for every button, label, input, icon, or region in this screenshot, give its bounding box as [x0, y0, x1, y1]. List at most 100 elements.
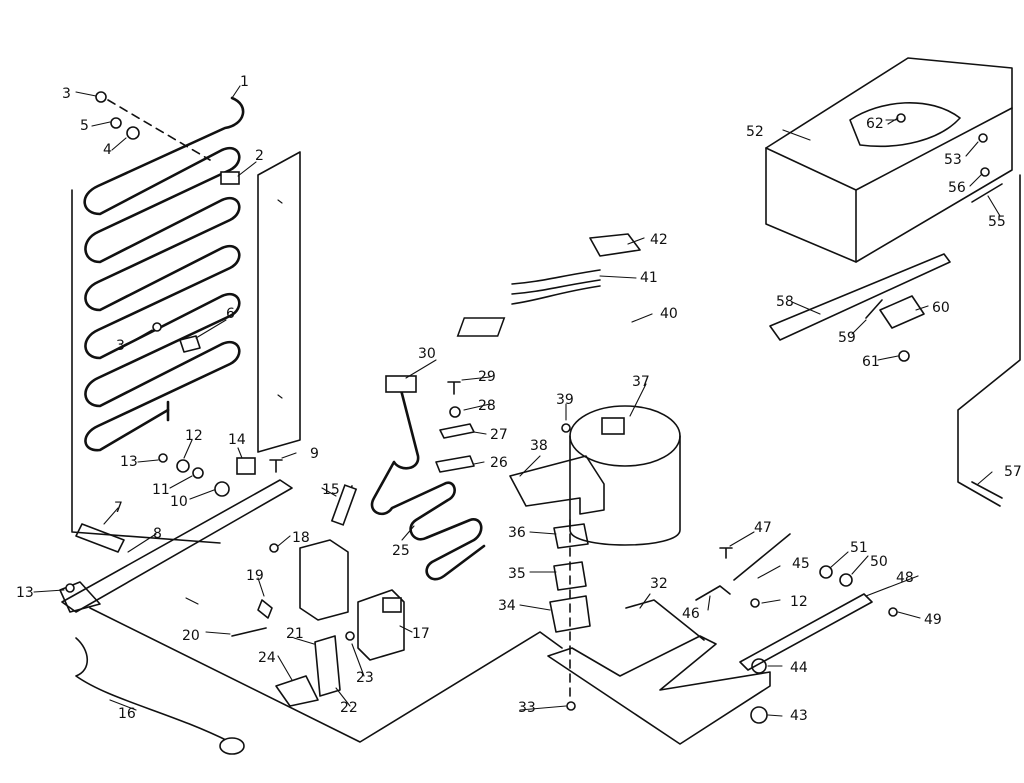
label-14: 14 — [228, 432, 246, 448]
label-12-right: 12 — [790, 594, 808, 610]
cover-42 — [589, 233, 641, 257]
label-49: 49 — [924, 612, 942, 628]
strip-55 — [971, 183, 1003, 203]
bracket-14 — [236, 457, 256, 475]
label-8: 8 — [153, 526, 162, 542]
washer-4 — [126, 126, 140, 140]
label-35: 35 — [508, 566, 526, 582]
condenser-assembly — [59, 91, 301, 755]
label-16: 16 — [118, 706, 136, 722]
plate-27 — [439, 423, 475, 439]
label-47: 47 — [754, 520, 772, 536]
label-5: 5 — [80, 118, 89, 134]
label-1: 1 — [240, 74, 249, 90]
fin-panel — [257, 151, 301, 453]
spacer-28 — [449, 406, 461, 418]
label-57: 57 — [1004, 464, 1022, 480]
part-17-clip — [382, 597, 402, 613]
label-24: 24 — [258, 650, 276, 666]
part-24 — [275, 675, 319, 707]
screw-3-top — [95, 91, 107, 103]
label-39: 39 — [556, 392, 574, 408]
label-55: 55 — [988, 214, 1006, 230]
label-20: 20 — [182, 628, 200, 644]
label-3-mid: 3 — [116, 338, 125, 354]
base-frame — [89, 607, 563, 743]
label-13-lower: 13 — [16, 585, 34, 601]
tube-57-end — [971, 481, 1003, 499]
screw-3-mid — [152, 322, 162, 332]
box-bracket-17 — [299, 539, 349, 621]
strap-48 — [739, 593, 873, 671]
screw-20 — [231, 627, 267, 637]
compressor-shell-37 — [569, 435, 681, 546]
cover-box-52 — [765, 57, 1013, 263]
label-37: 37 — [632, 374, 650, 390]
screw-47 — [719, 547, 733, 559]
label-3-top: 3 — [62, 86, 71, 102]
tube-15-body — [330, 484, 358, 526]
screw-axis-line — [107, 99, 211, 161]
label-42: 42 — [650, 232, 668, 248]
label-2: 2 — [255, 148, 264, 164]
washer-50 — [839, 573, 853, 587]
label-48: 48 — [896, 570, 914, 586]
screw-33 — [566, 701, 576, 711]
label-32: 32 — [650, 576, 668, 592]
nut-12 — [176, 459, 190, 473]
drier-7 — [75, 523, 125, 553]
label-41: 41 — [640, 270, 658, 286]
label-26: 26 — [490, 455, 508, 471]
washer-12 — [750, 598, 760, 608]
cover-recess — [849, 102, 961, 148]
clip-30 — [385, 375, 417, 393]
label-30: 30 — [418, 346, 436, 362]
nut-51 — [819, 565, 833, 579]
screw-18 — [269, 543, 279, 553]
label-25: 25 — [392, 543, 410, 559]
grommet-35 — [553, 561, 587, 591]
label-12-left: 12 — [185, 428, 203, 444]
condenser-coil — [83, 96, 245, 452]
leader-lines — [33, 85, 1001, 717]
label-7: 7 — [114, 500, 123, 516]
part-22 — [314, 635, 341, 697]
label-46: 46 — [682, 606, 700, 622]
clip-2 — [220, 171, 240, 185]
screw-pointer — [185, 597, 199, 605]
label-9: 9 — [310, 446, 319, 462]
screw-9 — [269, 459, 283, 473]
screw-49 — [888, 607, 898, 617]
bracket-assembly — [231, 539, 405, 707]
label-27: 27 — [490, 427, 508, 443]
rail-8 — [61, 479, 293, 613]
label-15: 15 — [322, 482, 340, 498]
foot-43 — [750, 706, 768, 724]
label-59: 59 — [838, 330, 856, 346]
label-29: 29 — [478, 369, 496, 385]
cover-assembly — [765, 57, 1021, 507]
compressor-assembly — [456, 233, 898, 745]
fitting-11 — [192, 467, 204, 479]
part-labels: 3 5 4 1 2 3 6 7 8 9 10 11 12 13 14 13 16… — [16, 74, 1022, 724]
back-panel-edge — [71, 189, 221, 544]
label-13-left: 13 — [120, 454, 138, 470]
label-50: 50 — [870, 554, 888, 570]
rod-45 — [733, 533, 791, 581]
bracket-58 — [769, 253, 951, 341]
clip-6 — [179, 335, 201, 353]
wiring-41 — [511, 269, 601, 305]
label-62: 62 — [866, 116, 884, 132]
screw-23 — [345, 631, 355, 641]
grommet-36 — [553, 523, 589, 549]
tube-57 — [957, 174, 1021, 507]
bracket-38 — [509, 455, 605, 515]
label-28: 28 — [478, 398, 496, 414]
label-45: 45 — [792, 556, 810, 572]
label-34: 34 — [498, 598, 516, 614]
heater-coil-25 — [370, 384, 486, 581]
screw-5 — [110, 117, 122, 129]
label-10: 10 — [170, 494, 188, 510]
terminal-block-40 — [456, 317, 506, 337]
